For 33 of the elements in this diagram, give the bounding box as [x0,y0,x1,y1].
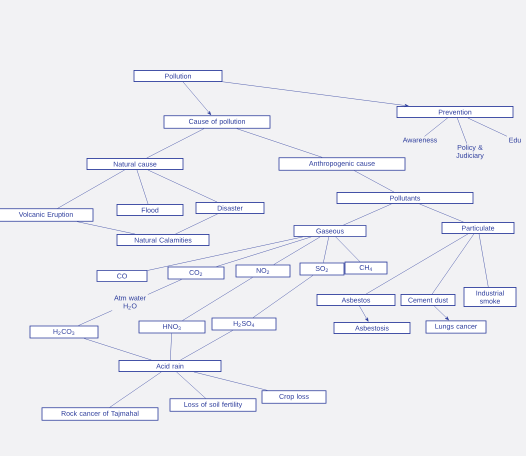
connector-line [419,204,464,222]
connector-line [175,214,218,234]
connector-line [366,234,468,294]
connector-line [136,170,148,204]
connector-line [336,236,360,262]
connector-line [457,118,468,144]
connector-line [194,372,268,391]
connector-line [147,236,304,271]
arrow [434,306,450,320]
connector-line [146,128,204,158]
connector-line [478,234,488,288]
connector-line [57,170,125,209]
connector-line [180,330,233,360]
connector-line [343,204,392,226]
arrow [359,306,368,322]
arrow [222,82,409,108]
connector-line [252,275,314,318]
connector-line [424,118,448,137]
connector-line [76,221,136,234]
arrow [182,82,212,116]
connector-line [110,372,162,408]
connector-line [468,118,508,136]
connector-line [274,236,320,265]
connector-line [176,372,206,399]
connector-line [182,277,253,321]
connector-line [236,128,322,158]
connector-line [216,236,312,267]
connector-line [148,170,218,202]
connector-line [323,236,329,263]
connector-line [432,234,474,294]
connector-line [354,170,394,192]
connector-line [170,333,172,360]
connector-line [84,338,152,360]
